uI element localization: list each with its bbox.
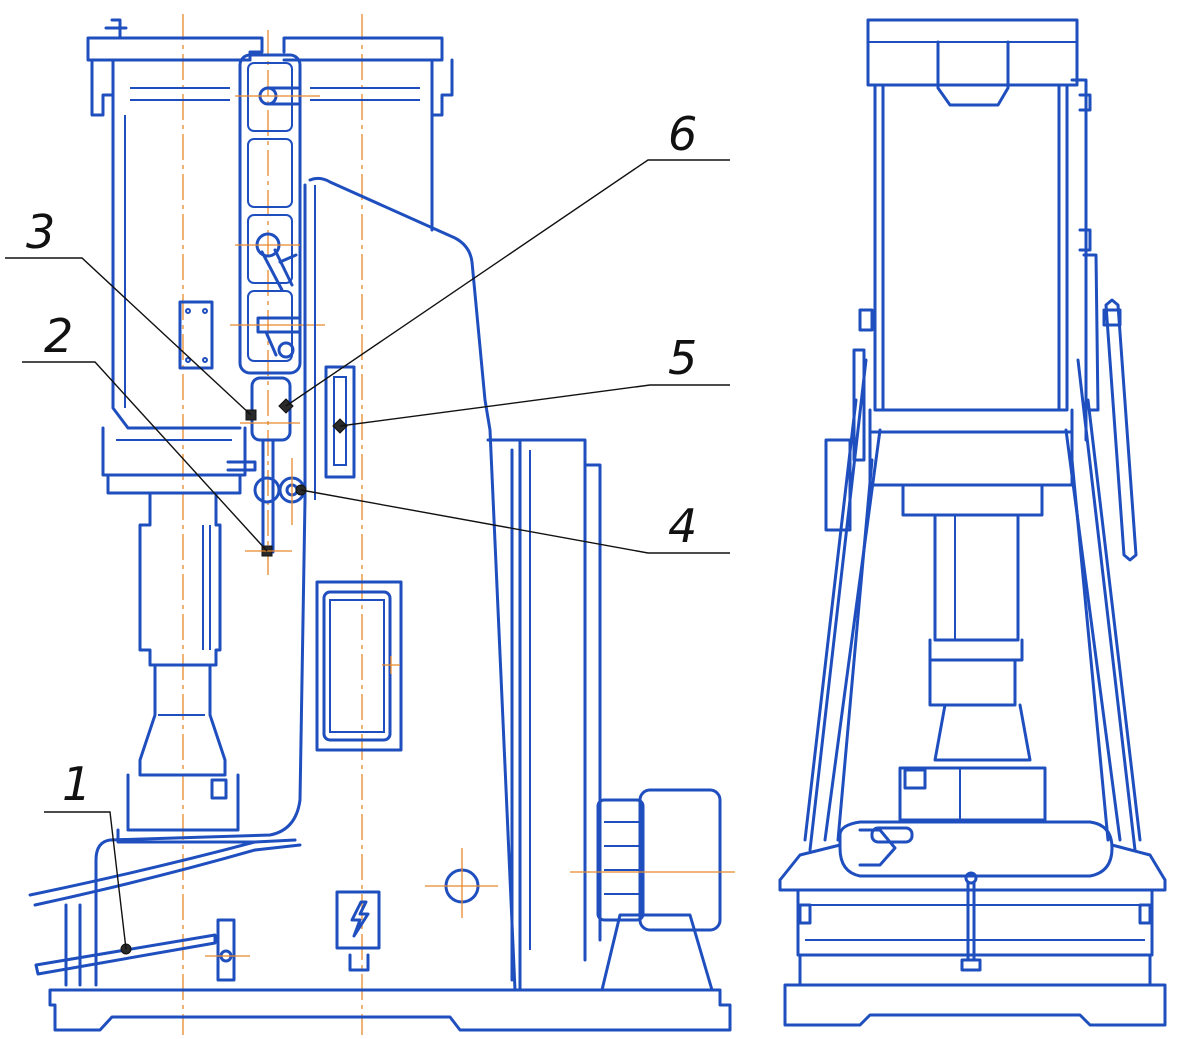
- side-head: [866, 18, 1079, 107]
- cylinder-collar: [101, 426, 257, 495]
- side-frame-legs: [803, 358, 1142, 852]
- control-slot: [324, 365, 356, 479]
- callout-label-6: 6: [668, 107, 697, 161]
- electric-hazard-plate: [335, 890, 381, 972]
- cylinder-top-cap: [86, 18, 454, 117]
- side-guide-rods: [824, 78, 1138, 562]
- side-base: [783, 871, 1167, 1027]
- leader-1: [44, 811, 127, 950]
- callout-leaders: [5, 159, 730, 950]
- inspection-plate: [178, 300, 214, 370]
- callout-labels: 1 2 3 4 5 6: [26, 107, 697, 811]
- leader-4: [300, 489, 730, 554]
- motor-housing: [486, 438, 602, 992]
- front-view: [28, 14, 735, 1035]
- leader-3: [5, 257, 252, 416]
- side-view: [778, 18, 1167, 1027]
- valve-block-column: [230, 53, 325, 375]
- service-hole: [425, 848, 498, 918]
- pivot-discs: [245, 438, 307, 557]
- side-cylinder: [868, 83, 1074, 487]
- frame-body: [308, 176, 517, 992]
- callout-label-3: 3: [26, 205, 55, 259]
- callout-label-2: 2: [44, 309, 73, 363]
- callout-label-5: 5: [668, 331, 697, 385]
- side-ram: [898, 483, 1047, 822]
- cylinder-body: [111, 113, 434, 430]
- base-plate: [48, 988, 732, 1032]
- leader-5: [339, 384, 730, 427]
- foot-pedal: [28, 838, 302, 987]
- callout-label-1: 1: [62, 757, 91, 811]
- leader-6: [285, 159, 730, 407]
- callout-label-4: 4: [668, 499, 697, 553]
- electric-motor: [570, 788, 735, 992]
- frame-window: [315, 580, 403, 752]
- anvil: [116, 828, 257, 844]
- ram-rod: [126, 491, 240, 832]
- leader-2: [22, 361, 268, 552]
- lower-valve-box: [240, 376, 300, 442]
- lightning-bolt-icon: [350, 900, 370, 938]
